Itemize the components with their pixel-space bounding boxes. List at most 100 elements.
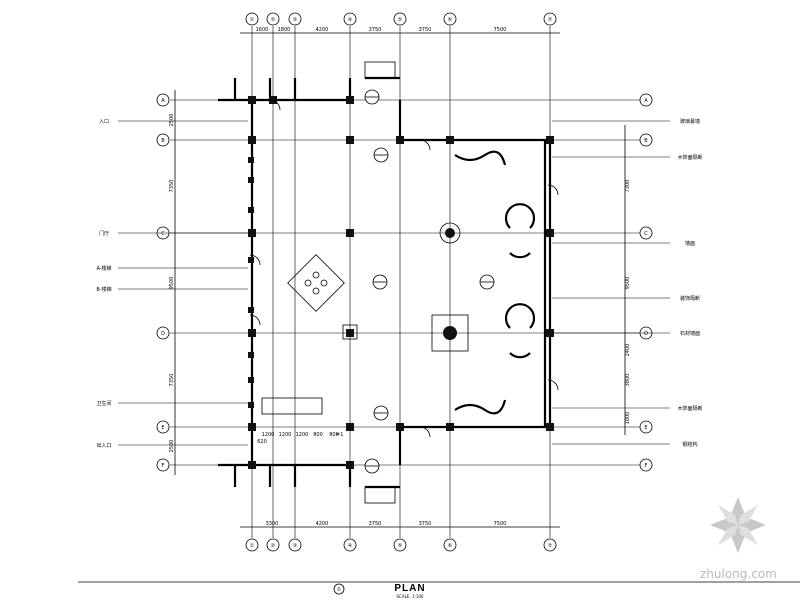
grid-label-bottom: ⑥ <box>448 543 453 549</box>
label-left: 门厅 <box>99 230 109 237</box>
grid-bubble-bottom <box>393 538 407 552</box>
grid-label-top: ⑤ <box>398 17 402 23</box>
column <box>248 329 256 337</box>
grid-label-bottom: ① <box>250 543 255 549</box>
dim-bottom: 3750 <box>369 521 382 527</box>
label-right: 钢结构 <box>682 441 697 448</box>
grid-bubble-left <box>156 93 170 107</box>
door-swing <box>419 139 431 151</box>
counter-fixture <box>261 397 323 415</box>
door-swing <box>419 426 431 438</box>
grid-bubble-bottom <box>343 538 357 552</box>
column <box>248 461 256 469</box>
column <box>248 96 256 104</box>
grid-label-right: D <box>644 331 648 337</box>
label-inline: =1 <box>336 432 343 438</box>
grid-label-right: E <box>644 425 647 431</box>
column <box>546 329 554 337</box>
grid-bubble-right <box>639 93 653 107</box>
grid-label-right: F <box>645 463 648 469</box>
stair-bottom <box>364 486 396 504</box>
curved-sofa <box>504 303 536 329</box>
column <box>446 423 454 431</box>
dim-top: 7500 <box>494 27 507 33</box>
column <box>446 136 454 144</box>
wave-screen-bottom <box>454 399 507 415</box>
label-right: 木饰面隔断 <box>677 405 702 412</box>
grid-label-right: C <box>644 231 648 237</box>
label-left: 入口 <box>99 119 109 125</box>
grid-label-left: A <box>161 98 165 104</box>
wall-pier <box>248 157 254 163</box>
dim-right: 1000 <box>625 412 631 425</box>
column <box>346 229 354 237</box>
column <box>396 423 404 431</box>
grid-label-top: ⑦ <box>548 17 553 23</box>
door-swing <box>269 99 281 111</box>
grid-label-left: B <box>161 138 165 144</box>
grid-bubble-left <box>156 133 170 147</box>
door-swing <box>547 379 559 391</box>
grid-label-left: C <box>161 231 165 237</box>
grid-bubble-right <box>639 420 653 434</box>
platform-seat <box>320 279 328 287</box>
column <box>346 329 354 337</box>
dim-right: 9500 <box>625 277 631 290</box>
grid-label-top: ② <box>271 17 276 23</box>
grid-bubble-right <box>639 133 653 147</box>
column <box>346 96 354 104</box>
grid-bubble-bottom <box>266 538 280 552</box>
grid-label-left: E <box>161 425 164 431</box>
label-right: 墙面 <box>685 240 695 247</box>
grid-label-top: ① <box>250 17 255 23</box>
wall-pier <box>248 207 254 213</box>
grid-bubble-right <box>639 458 653 472</box>
dim-left: 2500 <box>169 440 175 453</box>
grid-bubble-top <box>443 12 457 26</box>
grid-bubble-top <box>343 12 357 26</box>
central-features <box>249 61 559 504</box>
dim-bottom: 7500 <box>494 521 507 527</box>
grid-bubble-top <box>288 12 302 26</box>
column <box>248 136 256 144</box>
door-swing <box>249 314 261 326</box>
column <box>546 423 554 431</box>
grid-label-bottom: ⑦ <box>548 543 553 549</box>
dim-inner: 800 <box>313 432 323 438</box>
grid-label-right: A <box>644 98 648 104</box>
wave-screen-top <box>454 150 507 166</box>
wall-pier <box>248 402 254 408</box>
square-table-center <box>443 326 457 340</box>
column <box>248 229 256 237</box>
round-table <box>439 222 461 244</box>
label-right: 石材墙面 <box>680 330 700 337</box>
grid-bubble-left <box>156 420 170 434</box>
grid-bubble-top <box>266 12 280 26</box>
curved-sofa <box>504 203 536 229</box>
dim-inner: 1200 <box>296 432 309 438</box>
column <box>546 229 554 237</box>
dim-sub: 620 <box>257 439 267 445</box>
door-swing <box>249 254 261 266</box>
grid-bubble-top <box>245 12 259 26</box>
curved-sofa <box>509 352 531 359</box>
grid-label-right: B <box>644 138 648 144</box>
stair-top <box>364 61 396 79</box>
column <box>346 423 354 431</box>
dim-inner: 1200 <box>262 432 275 438</box>
grid-label-top: ④ <box>348 17 353 23</box>
wall-pier <box>248 307 254 313</box>
label-right: 玻璃幕墙 <box>680 118 700 125</box>
column <box>248 423 256 431</box>
dim-inner: 1200 <box>279 432 292 438</box>
platform-seat <box>312 271 320 279</box>
label-left: 卫生间 <box>96 400 111 407</box>
dim-left: 7350 <box>169 374 175 387</box>
grid-label-top: ③ <box>293 17 297 23</box>
grid-bubble-left <box>156 326 170 340</box>
platform-seat <box>312 287 320 295</box>
label-left: B-楼梯 <box>96 286 111 293</box>
grid-bubble-bottom <box>288 538 302 552</box>
